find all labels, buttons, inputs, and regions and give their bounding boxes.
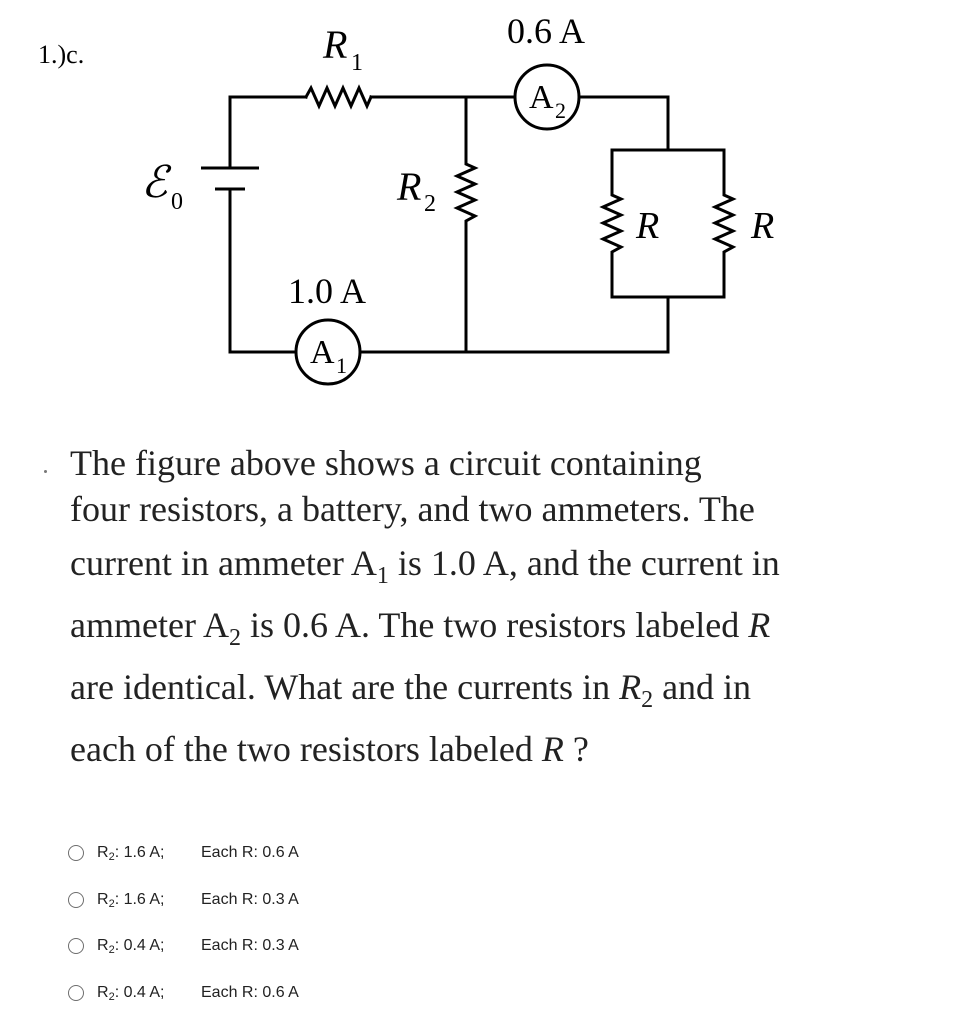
- question-text: The figure above shows a circuit contain…: [70, 440, 950, 780]
- radio-button[interactable]: [68, 984, 84, 1001]
- question-line-4: ammeter A2 is 0.6 A. The two resistors l…: [70, 605, 771, 651]
- a2-subscript: 2: [555, 98, 566, 123]
- answer-options: R2: 1.6 A; Each R: 0.6 A R2: 1.6 A; Each…: [68, 830, 568, 1016]
- radio-button[interactable]: [68, 938, 84, 955]
- question-line-2: four resistors, a battery, and two ammet…: [70, 489, 755, 529]
- question-line-6: each of the two resistors labeled R ?: [70, 729, 589, 769]
- wire-top-right: [578, 95, 670, 152]
- emf-symbol: ℰ: [141, 158, 172, 207]
- circuit-diagram: A 2 A 1 0.6 A 1.0 A R 1 R 2 R R ℰ 0: [141, 11, 774, 386]
- option-r2-current: R2: 0.4 A;: [97, 983, 165, 1003]
- r2-subscript: 2: [424, 191, 436, 217]
- a1-reading: 1.0 A: [288, 271, 366, 311]
- r-right-label: R: [750, 205, 774, 247]
- answer-option-3[interactable]: R2: 0.4 A; Each R: 0.3 A: [68, 923, 568, 970]
- r1-resistor: [303, 84, 373, 110]
- option-r2-current: R2: 1.6 A;: [97, 844, 165, 864]
- emf-subscript: 0: [171, 189, 183, 215]
- answer-option-1[interactable]: R2: 1.6 A; Each R: 0.6 A: [68, 830, 568, 877]
- question-line-5: are identical. What are the currents in …: [70, 667, 752, 713]
- option-each-r-current: Each R: 0.3 A: [201, 937, 299, 955]
- question-number: 1.)c.: [38, 40, 85, 69]
- question-line-1: The figure above shows a circuit contain…: [70, 443, 702, 483]
- r2-label: R: [396, 164, 421, 209]
- a1-subscript: 1: [336, 353, 347, 378]
- r-left-resistor: [599, 148, 625, 299]
- stray-dot: [44, 470, 47, 473]
- question-line-3: current in ammeter A1 is 1.0 A, and the …: [70, 543, 780, 589]
- a2-symbol: A: [529, 79, 554, 116]
- answer-option-4[interactable]: R2: 0.4 A; Each R: 0.6 A: [68, 970, 568, 1017]
- option-r2-current: R2: 1.6 A;: [97, 890, 165, 910]
- answer-option-2[interactable]: R2: 1.6 A; Each R: 0.3 A: [68, 877, 568, 924]
- radio-button[interactable]: [68, 891, 84, 908]
- a1-symbol: A: [310, 334, 335, 371]
- r-left-label: R: [635, 205, 659, 247]
- a2-reading: 0.6 A: [507, 11, 585, 51]
- r1-subscript: 1: [351, 50, 363, 76]
- ammeter-a1: [294, 318, 362, 386]
- r1-label: R: [322, 22, 347, 67]
- option-each-r-current: Each R: 0.3 A: [201, 890, 299, 908]
- radio-button[interactable]: [68, 845, 84, 862]
- ammeter-a2: [513, 63, 581, 131]
- r-right-resistor: [711, 148, 737, 299]
- option-r2-current: R2: 0.4 A;: [97, 937, 165, 957]
- r2-resistor: [453, 95, 479, 354]
- option-each-r-current: Each R: 0.6 A: [201, 844, 299, 862]
- option-each-r-current: Each R: 0.6 A: [201, 983, 299, 1001]
